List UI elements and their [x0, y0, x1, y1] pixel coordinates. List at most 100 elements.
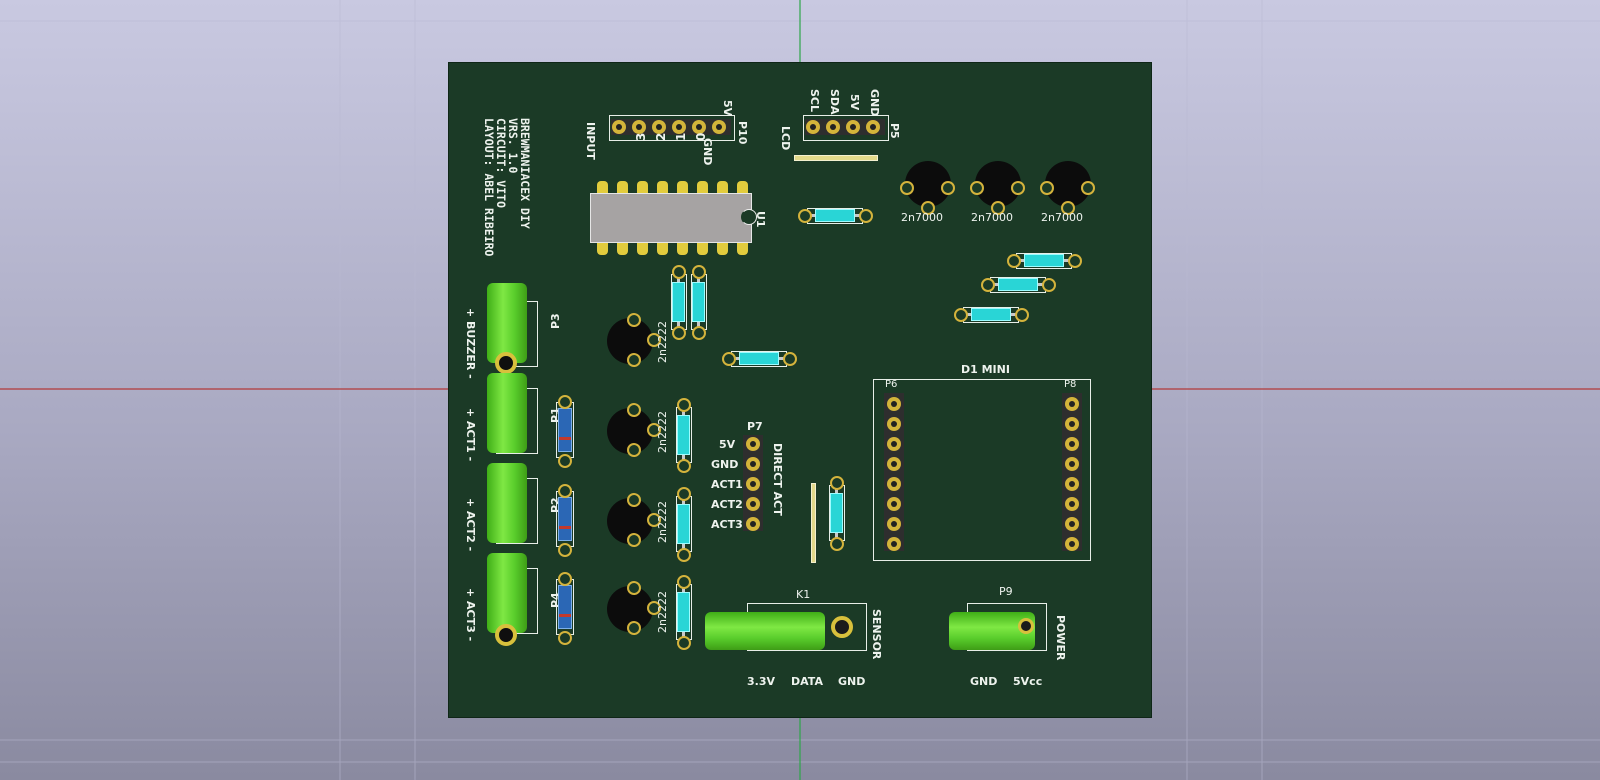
transistor-pad — [627, 621, 641, 635]
power-pin-label: GND — [970, 675, 998, 688]
pin-pad — [672, 120, 686, 134]
credits-block: BREWMANIACEX DIY VRS. 1.0 CIRCUIT: VITO … — [482, 118, 532, 256]
power-ref: P9 — [999, 585, 1013, 598]
resistor-pad — [798, 209, 812, 223]
transistor-pad — [647, 333, 661, 347]
d1-mini-pin-pad — [887, 457, 901, 471]
bjt-label: 2n2222 — [656, 501, 669, 543]
lcd-pin-label: 5V — [848, 94, 861, 111]
direct-act-pin-label: 5V — [719, 438, 736, 451]
resistor-pad — [677, 459, 691, 473]
sensor-label: SENSOR — [870, 609, 883, 660]
pin-pad — [746, 477, 760, 491]
ic-pin — [637, 181, 648, 197]
terminal-label: + ACT1 - — [464, 408, 477, 462]
ic-pin — [597, 181, 608, 197]
direct-act-pin-label: ACT2 — [711, 498, 743, 511]
power-label: POWER — [1054, 615, 1067, 661]
transistor-pad — [1081, 181, 1095, 195]
credit-line: CIRCUIT: VITO — [494, 118, 508, 209]
pcb-board[interactable]: BREWMANIACEX DIY VRS. 1.0 CIRCUIT: VITO … — [449, 63, 1151, 717]
resistor-pad — [954, 308, 968, 322]
resistor-pad — [672, 265, 686, 279]
resistor-body — [971, 308, 1011, 321]
lcd-header-ref: P5 — [888, 123, 901, 139]
resistor-pad — [859, 209, 873, 223]
pin-pad — [846, 120, 860, 134]
ic-pin — [717, 181, 728, 197]
mosfet-label: 2n7000 — [901, 211, 943, 224]
diode-body — [558, 497, 572, 541]
ic-pin — [677, 239, 688, 255]
resistor-pad — [692, 265, 706, 279]
resistor-pad — [677, 636, 691, 650]
direct-act-pin-label: ACT3 — [711, 518, 743, 531]
resistor-pad — [783, 352, 797, 366]
d1-mini-pin-pad — [887, 397, 901, 411]
direct-act-pin-label: ACT1 — [711, 478, 743, 491]
bjt-label: 2n2222 — [656, 411, 669, 453]
d1-mini-pin-pad — [1065, 397, 1079, 411]
d1-mini-pin-pad — [887, 437, 901, 451]
resistor-pad — [1015, 308, 1029, 322]
transistor-pad — [1011, 181, 1025, 195]
power-pad — [1018, 618, 1034, 634]
d1-mini-pin-pad — [887, 477, 901, 491]
sensor-pin-label: DATA — [791, 675, 823, 688]
direct-act-ref: P7 — [747, 420, 763, 433]
sensor-pad — [831, 616, 853, 638]
bjt-label: 2n2222 — [656, 321, 669, 363]
ic-pin — [637, 239, 648, 255]
lcd-pin-label: SDA — [828, 89, 841, 115]
resistor-body — [815, 209, 855, 222]
ic-pin — [737, 181, 748, 197]
input-pin-label: 3 — [634, 132, 648, 141]
terminal-label: + ACT3 - — [464, 588, 477, 642]
resistor-pad — [1068, 254, 1082, 268]
lcd-pin-label: SCL — [808, 89, 821, 113]
resistor-pad — [830, 537, 844, 551]
resistor-pad — [722, 352, 736, 366]
pin-pad — [692, 120, 706, 134]
d1-mini-pin-pad — [1065, 497, 1079, 511]
diode-pad — [558, 572, 572, 586]
ic-pin — [697, 239, 708, 255]
d1-mini-left-header — [884, 393, 904, 551]
diode-pad — [558, 631, 572, 645]
transistor-pad — [1061, 201, 1075, 215]
d1-mini-title: D1 MINI — [961, 363, 1010, 376]
ic-pin — [617, 181, 628, 197]
terminal-label: + BUZZER - — [464, 308, 477, 379]
input-pin-label: GND — [701, 138, 714, 166]
resistor-pad — [830, 476, 844, 490]
transistor-pad — [627, 313, 641, 327]
sensor-pin-label: GND — [838, 675, 866, 688]
terminal-body — [487, 373, 527, 453]
input-header-label: INPUT — [584, 122, 597, 160]
power-pin-label: 5Vcc — [1013, 675, 1043, 688]
input-pin-label: 2 — [654, 132, 668, 141]
terminal-pad — [495, 624, 517, 646]
transistor-pad — [1040, 181, 1054, 195]
d1-mini-pin-pad — [1065, 457, 1079, 471]
ic-pin — [657, 239, 668, 255]
resistor-body — [1024, 254, 1064, 267]
d1-mini-pin-pad — [1065, 477, 1079, 491]
diode-pad — [558, 543, 572, 557]
d1-mini-pin-pad — [1065, 517, 1079, 531]
pin-pad — [866, 120, 880, 134]
transistor-pad — [921, 201, 935, 215]
d1-mini-right-ref: P8 — [1064, 379, 1077, 390]
d1-mini-pin-pad — [1065, 437, 1079, 451]
mosfet-label: 2n7000 — [1041, 211, 1083, 224]
ic-pin — [677, 181, 688, 197]
lcd-header-body — [805, 119, 885, 135]
resistor-body — [998, 278, 1038, 291]
terminal-body — [487, 283, 527, 363]
resistor-pad — [677, 487, 691, 501]
bjt-label: 2n2222 — [656, 591, 669, 633]
credit-line: BREWMANIACEX DIY — [518, 118, 532, 229]
resistor-body — [692, 282, 705, 322]
transistor-pad — [647, 423, 661, 437]
resistor-body — [677, 415, 690, 455]
